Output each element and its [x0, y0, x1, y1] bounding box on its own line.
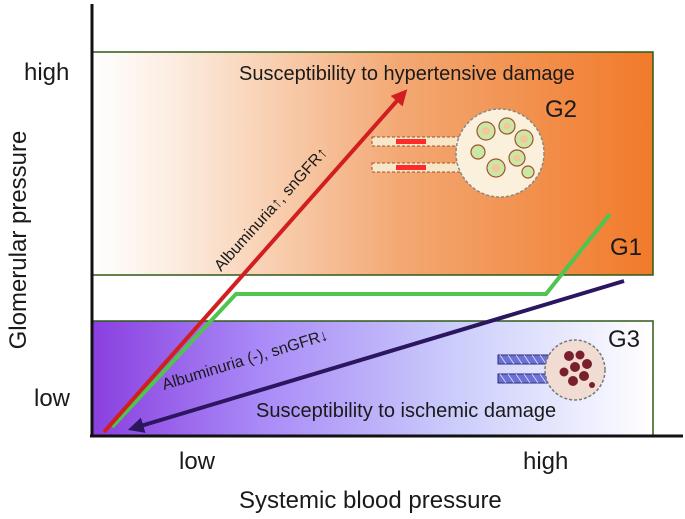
- glomerulus-sclerotic-icon: [497, 339, 606, 401]
- g3-label: G3: [608, 326, 640, 353]
- y-tick-low: low: [34, 385, 71, 412]
- g3-caption: Susceptibility to ischemic damage: [256, 400, 556, 422]
- g1-line: [110, 212, 612, 429]
- x-tick-high: high: [523, 448, 568, 475]
- ischemic-arrow: [127, 279, 625, 433]
- y-axis-title: Glomerular pressure: [5, 131, 32, 350]
- g1-label: G1: [610, 234, 642, 261]
- y-tick-high: high: [24, 59, 69, 86]
- g2-caption: Susceptibility to hypertensive damage: [239, 63, 575, 85]
- x-axis-title: Systemic blood pressure: [239, 487, 502, 514]
- hypertensive-arrow: [102, 89, 408, 434]
- x-tick-low: low: [179, 448, 216, 475]
- glomerulus-dilated-icon: [371, 108, 545, 198]
- g2-label: G2: [545, 96, 577, 123]
